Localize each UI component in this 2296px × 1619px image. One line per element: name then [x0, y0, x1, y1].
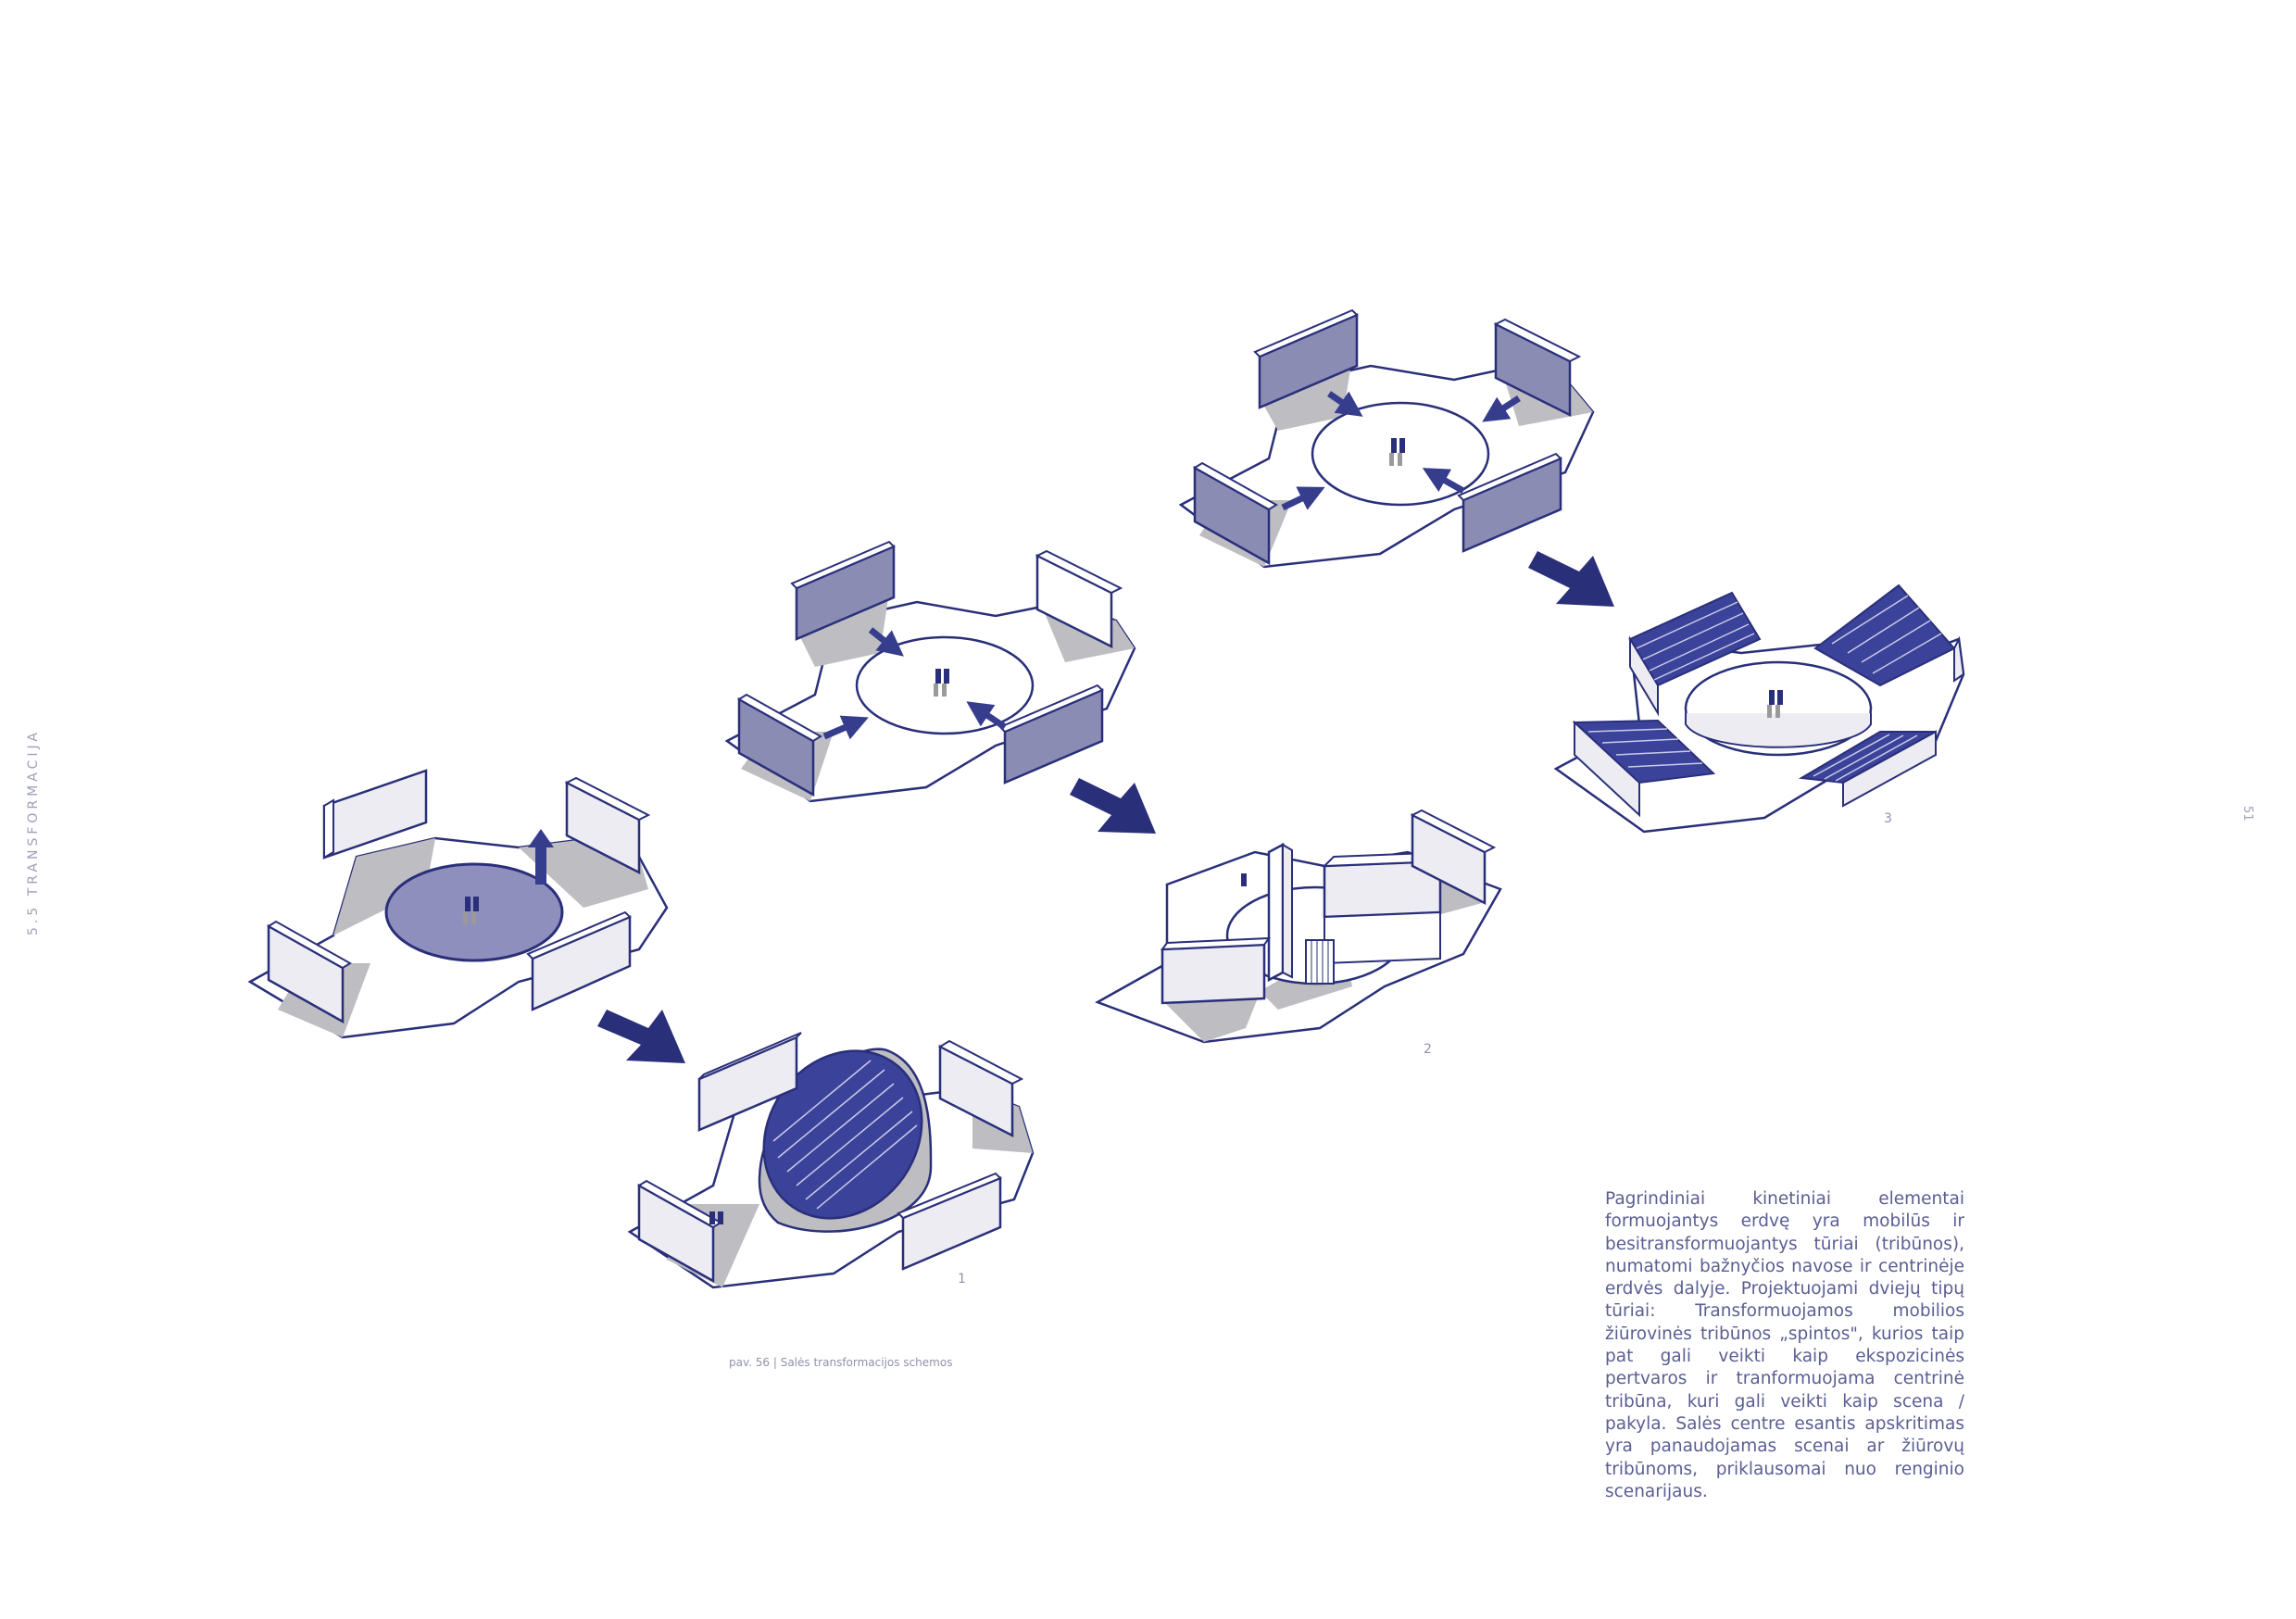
move-arrow-icon: [1281, 486, 1325, 511]
move-arrow-icon: [868, 627, 904, 657]
seating-tribune: [1572, 719, 1716, 818]
up-arrow-icon: [528, 829, 554, 885]
people-icon: [1767, 690, 1783, 718]
transition-arrow-icon: [597, 1010, 685, 1063]
tribune-panel: [1160, 936, 1272, 1005]
stage-label-3: 3: [1884, 811, 1892, 826]
diagram-stage3-tribunes: [1553, 584, 1965, 834]
tribune-panel: [1457, 452, 1562, 553]
transition-arrow-icon: [1070, 778, 1156, 834]
tribune-panel: [1253, 308, 1359, 409]
tribune-panel: [526, 910, 632, 1011]
stage-label-1: 1: [958, 1272, 966, 1286]
people-icon: [1241, 873, 1247, 886]
seating-tribune: [1813, 584, 1965, 687]
seat-rows: [772, 1060, 918, 1210]
tribune-panel: [1493, 318, 1582, 418]
move-arrow-icon: [1327, 391, 1363, 417]
stage-block: [1322, 850, 1452, 965]
tribune-panel: [564, 776, 651, 875]
tribune-panel: [998, 684, 1104, 784]
center-platform-edge: [1685, 713, 1872, 748]
tribune-panel: [322, 769, 428, 860]
figure-caption: pav. 56 | Salės transformacijos schemos: [729, 1356, 953, 1369]
transition-arrow-icon: [1528, 551, 1614, 607]
diagram-stage2-stage: [1095, 809, 1502, 1044]
move-arrow-icon: [1482, 395, 1521, 422]
tribune-panel: [937, 1039, 1024, 1138]
tribune-panel: [1410, 809, 1497, 906]
move-arrow-icon: [822, 715, 869, 740]
tribune-panel: [737, 693, 822, 797]
diagram-stage1-initial: [247, 769, 669, 1039]
tribune-panel: [697, 1032, 802, 1132]
tribune-panel: [790, 540, 896, 641]
tribune-panel: [267, 920, 352, 1024]
page-number: 51: [2240, 806, 2254, 822]
description-paragraph: Pagrindiniai kinetiniai elementai formuo…: [1605, 1189, 1964, 1501]
tribune-panel: [1035, 549, 1123, 649]
stage-label-2: 2: [1424, 1042, 1432, 1057]
diagram-stage2-initial: [724, 540, 1136, 803]
section-side-label: 5.5 TRANSFORMACIJA: [26, 729, 41, 935]
people-icon: [934, 669, 949, 697]
stage-block: [1267, 842, 1293, 983]
move-arrow-icon: [966, 701, 1007, 730]
people-icon: [1389, 438, 1405, 466]
move-arrow-icon: [1422, 468, 1465, 495]
tribune-panel: [1193, 461, 1278, 566]
seating-tribune: [1628, 591, 1762, 717]
stage-steps: [1305, 939, 1335, 985]
diagram-stage1-closed: [627, 1032, 1035, 1289]
seating-tribune: [1798, 730, 1937, 808]
people-icon: [463, 897, 479, 924]
floor-shadow: [797, 593, 889, 667]
tribune-panel: [897, 1172, 1002, 1271]
diagram-stage3-initial: [1178, 308, 1595, 569]
floor-shadow: [333, 838, 435, 935]
people-icon: [709, 1211, 723, 1224]
